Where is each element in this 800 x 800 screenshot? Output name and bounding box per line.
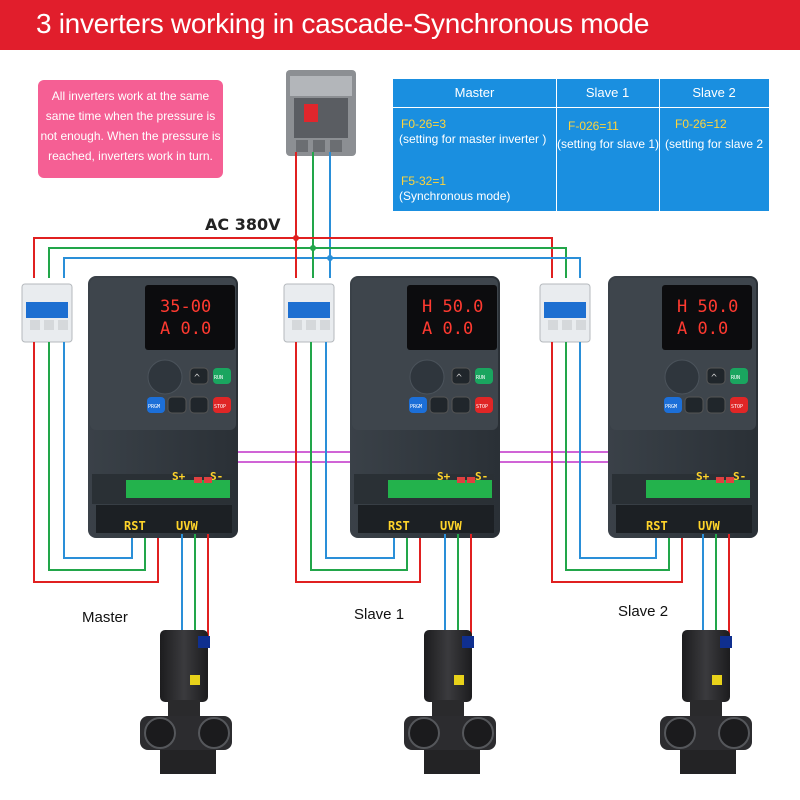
up-button[interactable] — [189, 367, 209, 385]
table-header-slave1: Slave 1 — [585, 85, 630, 100]
supply-voltage-label: AC 380V — [205, 215, 281, 234]
led-display — [662, 285, 752, 350]
note-line: reached, inverters work in turn. — [48, 149, 213, 163]
table-divider — [556, 79, 557, 211]
table-divider — [393, 107, 769, 108]
s-minus-label: S- — [733, 470, 746, 483]
input-terminal-labels: RST — [124, 519, 146, 533]
prog-button[interactable] — [147, 397, 165, 413]
stop-button[interactable] — [213, 397, 231, 413]
mini-breaker — [539, 283, 591, 343]
mini-breaker — [21, 283, 73, 343]
prog-label: PRGM — [148, 404, 160, 410]
slave2-param-desc: (setting for slave 2 — [665, 137, 764, 151]
table-header-slave2: Slave 2 — [692, 85, 736, 100]
control-knob[interactable] — [664, 359, 700, 395]
title-banner: 3 inverters working in cascade-Synchrono… — [0, 0, 800, 50]
down-button[interactable] — [706, 396, 726, 414]
stop-button[interactable] — [475, 397, 493, 413]
down-button[interactable] — [189, 396, 209, 414]
run-label: RUN — [731, 375, 740, 381]
supply-wires — [33, 152, 581, 278]
display-bottom-text: A 0.0 — [160, 319, 211, 339]
control-terminal-block — [126, 480, 230, 498]
note-line: All inverters work at the same — [51, 89, 210, 103]
up-button[interactable] — [451, 367, 471, 385]
power-terminal-block — [358, 505, 494, 533]
master-param-2-desc: (Synchronous mode) — [399, 189, 511, 203]
s-plus-label: S+ — [437, 470, 451, 483]
prog-label: PRGM — [410, 404, 422, 410]
up-arrow-icon: ^ — [194, 373, 200, 384]
s-minus-label: S- — [210, 470, 223, 483]
stop-label: STOP — [731, 404, 743, 410]
display-bottom-text: A 0.0 — [677, 319, 728, 339]
output-terminal-labels: UVW — [176, 519, 198, 533]
input-terminal-labels: RST — [388, 519, 410, 533]
caption-slave1: Slave 1 — [354, 606, 405, 623]
power-terminal-block — [96, 505, 232, 533]
stop-button[interactable] — [730, 397, 748, 413]
input-terminal-labels: RST — [646, 519, 668, 533]
slave1-param: F-026=11 — [568, 119, 619, 133]
control-knob[interactable] — [409, 359, 445, 395]
led-display — [145, 285, 235, 350]
output-terminal-labels: UVW — [698, 519, 720, 533]
master-param-1-desc: (setting for master inverter ) — [399, 132, 547, 146]
display-top-text: H 50.0 — [422, 297, 483, 317]
run-button[interactable] — [475, 368, 493, 384]
prog-button[interactable] — [664, 397, 682, 413]
display-bottom-text: A 0.0 — [422, 319, 473, 339]
display-top-text: 35-00 — [160, 297, 211, 317]
mini-breaker — [283, 283, 335, 343]
stop-label: STOP — [476, 404, 488, 410]
s-plus-label: S+ — [172, 470, 186, 483]
control-knob[interactable] — [147, 359, 183, 395]
table-header-master: Master — [454, 85, 495, 100]
table-divider — [659, 79, 660, 211]
prog-label: PRGM — [665, 404, 677, 410]
main-circuit-breaker — [286, 70, 356, 156]
caption-slave2: Slave 2 — [618, 603, 669, 620]
slave2-param: F0-26=12 — [675, 117, 727, 131]
power-terminal-block — [616, 505, 752, 533]
caption-master: Master — [82, 609, 128, 626]
prog-button[interactable] — [409, 397, 427, 413]
display-top-text: H 50.0 — [677, 297, 738, 317]
water-pump — [660, 630, 752, 774]
master-param-2: F5-32=1 — [401, 174, 447, 188]
description-note: All inverters work at the same same time… — [38, 80, 223, 178]
inverter-unit-slave1: H 50.0 A 0.0 ^ RUN PRGM STOP S+ S- RST U… — [283, 276, 500, 774]
inverter-unit-slave2: H 50.0 A 0.0 ^ RUN PRGM STOP S+ S- RST U… — [539, 276, 758, 774]
up-arrow-icon: ^ — [456, 373, 462, 384]
s-plus-label: S+ — [696, 470, 710, 483]
up-button[interactable] — [706, 367, 726, 385]
run-label: RUN — [214, 375, 223, 381]
run-button[interactable] — [730, 368, 748, 384]
control-terminal-block — [388, 480, 492, 498]
left-button[interactable] — [167, 396, 187, 414]
output-terminal-labels: UVW — [440, 519, 462, 533]
master-param-1: F0-26=3 — [401, 117, 447, 131]
water-pump — [140, 630, 232, 774]
page-title: 3 inverters working in cascade-Synchrono… — [36, 8, 650, 39]
down-button[interactable] — [451, 396, 471, 414]
run-button[interactable] — [213, 368, 231, 384]
slave1-param-desc: (setting for slave 1) — [557, 137, 660, 151]
left-button[interactable] — [429, 396, 449, 414]
control-terminal-block — [646, 480, 750, 498]
led-display — [407, 285, 497, 350]
left-button[interactable] — [684, 396, 704, 414]
note-line: same time when the pressure is — [45, 109, 216, 123]
run-label: RUN — [476, 375, 485, 381]
up-arrow-icon: ^ — [711, 373, 717, 384]
note-line: not enough. When the pressure is — [40, 129, 221, 143]
stop-label: STOP — [214, 404, 226, 410]
s-minus-label: S- — [475, 470, 488, 483]
parameter-table: Master Slave 1 Slave 2 F0-26=3 (setting … — [393, 79, 769, 211]
inverter-unit-master: 35-00 A 0.0 ^ RUN PRGM STOP S+ S- RST UV… — [21, 276, 238, 774]
water-pump — [404, 630, 496, 774]
